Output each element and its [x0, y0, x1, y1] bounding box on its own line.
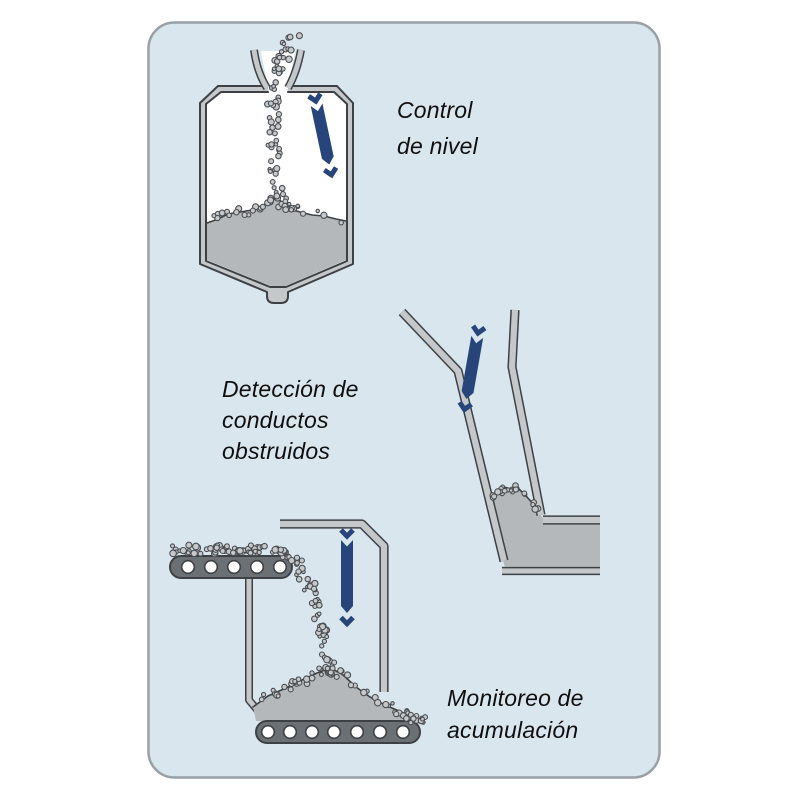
- pile-surface-granules: [258, 663, 411, 721]
- chute-material-pile: [490, 487, 600, 568]
- sensor-signal-icon: [339, 528, 355, 628]
- caption-level-control: Control de nivel: [397, 92, 478, 164]
- spill-granules: [392, 709, 429, 726]
- caption-line: Monitoreo de: [447, 685, 584, 711]
- pile-surface-granules: [211, 192, 344, 226]
- sensor-signal-icon: [457, 324, 487, 413]
- chute-granules: [489, 482, 542, 513]
- caption-accumulation-monitoring: Monitoreo de acumulación: [447, 682, 584, 746]
- silo-inlet-walls: [250, 49, 305, 91]
- caption-blocked-chutes: Detección de conductos obstruidos: [222, 374, 359, 467]
- caption-line: de nivel: [397, 133, 478, 159]
- blocked-chute-illustration: [398, 308, 600, 576]
- caption-line: obstruidos: [222, 438, 331, 464]
- falling-material-granules: [264, 32, 303, 202]
- silo-level-illustration: [199, 32, 354, 304]
- chute-walls: [398, 308, 600, 576]
- caption-line: conductos: [222, 407, 329, 433]
- caption-line: Detección de: [222, 376, 359, 402]
- conveyor-accumulation-illustration: [169, 519, 429, 744]
- belt-material-granules: [169, 541, 292, 561]
- caption-line: Control: [397, 97, 473, 123]
- caption-line: acumulación: [447, 717, 579, 743]
- sensor-signal-icon: [307, 92, 339, 179]
- upper-conveyor-rollers: [180, 559, 288, 575]
- lower-conveyor-rollers: [260, 724, 411, 740]
